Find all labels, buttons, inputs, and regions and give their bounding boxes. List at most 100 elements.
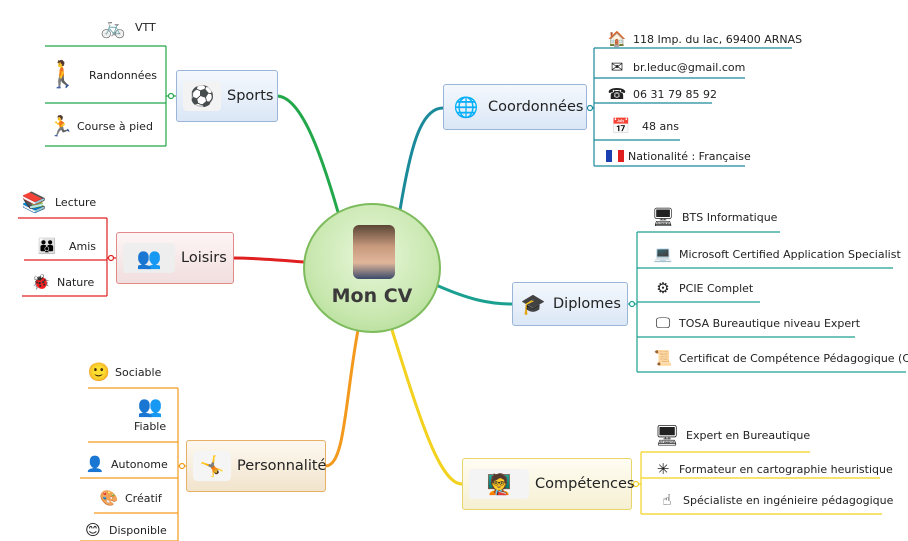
smiley-icon: 😊 — [85, 521, 101, 539]
leaf-nationalite-label: Nationalité : Française — [628, 149, 751, 163]
leaf-age[interactable]: 📅 48 ans — [610, 112, 679, 140]
leaf-sociable-label: Sociable — [115, 365, 162, 379]
leaf-tosa[interactable]: 🖵 TOSA Bureautique niveau Expert — [652, 310, 860, 336]
leaf-email[interactable]: ✉ br.leduc@gmail.com — [606, 56, 746, 78]
leaf-telephone-label: 06 31 79 85 92 — [633, 87, 717, 101]
leaf-age-label: 48 ans — [642, 119, 679, 133]
branch-diplomes-label: Diplomes — [553, 296, 621, 312]
sports-collage-icon: ⚽ — [183, 81, 221, 111]
leaf-bts-label: BTS Informatique — [682, 210, 778, 224]
monitor-icon: 🖵 — [655, 314, 671, 332]
ladybug-icon: 🐞 — [31, 273, 51, 291]
diplomes-connector — [435, 283, 513, 306]
branch-sports-label: Sports — [227, 88, 274, 104]
books-icon: 📚 — [21, 190, 47, 214]
branch-diplomes[interactable]: 🎓 Diplomes — [512, 282, 628, 326]
leaf-autonome[interactable]: 👤 Autonome — [84, 452, 168, 476]
palette-icon: 🎨 — [99, 489, 119, 507]
calendar-icon: 📅 — [611, 117, 631, 135]
leaf-nature[interactable]: 🐞 Nature — [30, 270, 95, 294]
server-icon: 🖥 — [651, 206, 675, 228]
leaf-pcie-label: PCIE Complet — [679, 281, 754, 295]
leaf-tosa-label: TOSA Bureautique niveau Expert — [679, 316, 861, 330]
leaf-autonome-label: Autonome — [111, 457, 168, 471]
leaf-disponible[interactable]: 😊 Disponible — [82, 519, 167, 541]
branch-loisirs[interactable]: 👥 Loisirs — [116, 232, 234, 284]
leaf-vtt-label: VTT — [135, 20, 156, 34]
friends-icon: 👪 — [37, 237, 57, 255]
personnalite-connector — [325, 329, 360, 468]
leaf-email-label: br.leduc@gmail.com — [633, 60, 746, 74]
leaf-randonnees-label: Randonnées — [89, 68, 158, 82]
branch-coordonnees[interactable]: 🌐 Coordonnées — [443, 84, 587, 130]
cursor-icon: ☝ — [662, 491, 672, 509]
leaf-ingenierie-label: Spécialiste en ingénieire pédagogique — [683, 493, 894, 507]
leaf-amis-label: Amis — [69, 239, 97, 253]
hiker-icon: 🚶 — [46, 60, 80, 90]
leaf-fiable[interactable]: 👥 Fiable — [134, 392, 166, 440]
branch-coordonnees-label: Coordonnées — [488, 99, 584, 115]
leaf-nature-label: Nature — [57, 275, 95, 289]
center-node[interactable]: Mon CV — [303, 203, 441, 333]
mail-icon: ✉ — [610, 58, 624, 76]
globe-icon: 🌐 — [453, 95, 479, 119]
leaf-course[interactable]: 🏃 Course à pied — [48, 110, 153, 142]
bicycle-icon: 🚲 — [100, 15, 126, 39]
sports-connector — [275, 94, 340, 213]
loisirs-connector — [232, 256, 305, 264]
competences-connector — [390, 329, 463, 486]
leaf-sociable[interactable]: 🙂 Sociable — [87, 358, 162, 386]
users-icon: 👥 — [137, 394, 163, 418]
branch-competences[interactable]: 🧑‍🏫 Compétences — [462, 458, 635, 510]
certificate-icon: 📜 — [653, 349, 673, 367]
leaf-adresse[interactable]: 🏠 118 Imp. du lac, 69400 ARNAS — [606, 29, 802, 49]
chat-user-icon: 🙂 — [87, 361, 111, 383]
leaf-lecture[interactable]: 📚 Lecture — [18, 188, 97, 216]
leaf-bureautique-label: Expert en Bureautique — [686, 428, 811, 442]
branch-sports[interactable]: ⚽ Sports — [176, 70, 278, 122]
leaf-fiable-label: Fiable — [134, 420, 167, 433]
leaf-mcas-label: Microsoft Certified Application Speciali… — [679, 247, 901, 261]
portrait-photo — [353, 225, 395, 279]
leaf-disponible-label: Disponible — [109, 523, 167, 537]
leaf-adresse-label: 118 Imp. du lac, 69400 ARNAS — [633, 32, 803, 46]
center-title: Mon CV — [331, 285, 413, 307]
leaf-lecture-label: Lecture — [55, 195, 97, 209]
user-icon: 👤 — [85, 455, 105, 473]
leaf-cartographie-label: Formateur en cartographie heuristique — [679, 462, 893, 476]
house-icon: 🏠 — [607, 30, 627, 48]
leaf-telephone[interactable]: ☎ 06 31 79 85 92 — [606, 84, 717, 104]
leaf-cartographie[interactable]: ✳ Formateur en cartographie heuristique — [652, 458, 893, 480]
branch-loisirs-label: Loisirs — [181, 250, 227, 266]
desktop-icon: 🖥 — [654, 423, 680, 447]
graduate-icon: 🎓 — [520, 292, 546, 316]
french-flag-icon — [606, 150, 624, 162]
leaf-ingenierie[interactable]: ☝ Spécialiste en ingénieire pédagogique — [656, 487, 893, 513]
gear-network-icon: ⚙ — [656, 279, 670, 297]
leaf-bureautique[interactable]: 🖥 Expert en Bureautique — [654, 420, 811, 450]
leaf-randonnees[interactable]: 🚶 Randonnées — [46, 52, 158, 98]
computer-icon: 💻 — [653, 245, 673, 263]
leaf-nationalite[interactable]: Nationalité : Française — [606, 146, 751, 166]
leaf-ccp-label: Certificat de Compétence Pédagogique (CC… — [679, 351, 908, 365]
people-group-icon: 👥 — [123, 243, 175, 273]
leaf-mcas[interactable]: 💻 Microsoft Certified Application Specia… — [652, 240, 901, 268]
figure-icon: 🤸 — [193, 451, 231, 481]
branch-personnalite[interactable]: 🤸 Personnalité — [186, 440, 326, 492]
runner-icon: 🏃 — [48, 114, 74, 138]
leaf-creatif[interactable]: 🎨 Créatif — [98, 486, 162, 510]
leaf-vtt[interactable]: 🚲 VTT — [96, 12, 156, 42]
coordonnees-connector — [398, 106, 444, 211]
leaf-pcie[interactable]: ⚙ PCIE Complet — [652, 276, 753, 300]
leaf-course-label: Course à pied — [77, 119, 153, 133]
leaf-ccp[interactable]: 📜 Certificat de Compétence Pédagogique (… — [652, 346, 908, 370]
leaf-bts[interactable]: 🖥 BTS Informatique — [651, 202, 778, 232]
leaf-amis[interactable]: 👪 Amis — [30, 232, 96, 260]
phone-icon: ☎ — [607, 85, 627, 103]
branch-personnalite-label: Personnalité — [237, 458, 327, 474]
leaf-creatif-label: Créatif — [125, 491, 162, 505]
mindmap-icon: ✳ — [656, 460, 670, 478]
branch-competences-label: Compétences — [535, 476, 635, 492]
teacher-icon: 🧑‍🏫 — [469, 469, 529, 499]
